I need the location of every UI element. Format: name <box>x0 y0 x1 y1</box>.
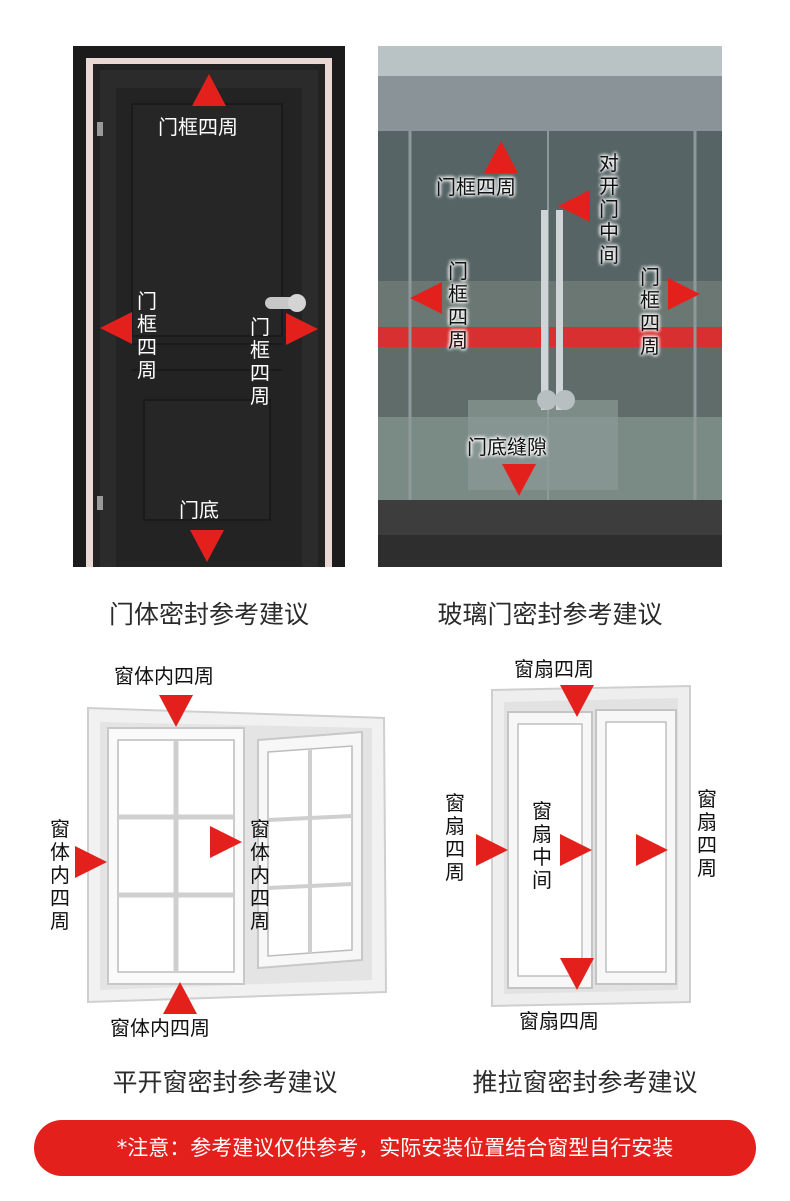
arrow-up-icon <box>192 74 226 106</box>
arrow-down-icon <box>502 464 536 496</box>
glass-door-label-top: 门框四周 <box>436 175 516 199</box>
arrow-right-icon <box>560 834 592 866</box>
door-label-bottom: 门底 <box>179 498 219 522</box>
glass-door-caption: 玻璃门密封参考建议 <box>437 600 663 629</box>
door-caption: 门体密封参考建议 <box>108 600 309 629</box>
casement-window-image <box>87 706 388 1004</box>
door-label-top: 门框四周 <box>158 115 238 139</box>
door-label-right: 门框四周 <box>250 315 270 408</box>
arrow-down-icon <box>159 695 193 727</box>
arrow-right-icon <box>636 834 668 866</box>
arrow-right-icon <box>476 834 508 866</box>
arrow-up-icon <box>163 982 197 1014</box>
arrow-down-icon <box>560 685 594 717</box>
sliding-label-middle: 窗扇中间 <box>532 799 552 892</box>
door-image <box>73 46 345 567</box>
arrow-right-icon <box>75 846 107 878</box>
sliding-label-top: 窗扇四周 <box>514 657 594 681</box>
glass-door-label-middle: 对开门中间 <box>599 151 619 267</box>
arrow-left-icon <box>558 190 590 222</box>
arrow-down-icon <box>560 958 594 990</box>
casement-label-bottom: 窗体内四周 <box>110 1016 210 1040</box>
sliding-caption: 推拉窗密封参考建议 <box>472 1068 698 1097</box>
glass-door-label-left: 门框四周 <box>448 259 468 352</box>
casement-label-left: 窗体内四周 <box>50 817 70 933</box>
door-label-left: 门框四周 <box>137 289 157 382</box>
arrow-markers <box>75 74 700 1014</box>
sliding-window-image <box>491 684 691 1008</box>
arrow-down-icon <box>190 530 224 562</box>
sliding-label-left: 窗扇四周 <box>445 791 465 884</box>
footer-note: *注意：参考建议仅供参考，实际安装位置结合窗型自行安装 <box>34 1120 756 1176</box>
glass-door-label-right: 门框四周 <box>640 265 660 358</box>
arrow-up-icon <box>484 141 518 173</box>
arrow-left-icon <box>410 282 442 314</box>
sliding-label-bottom: 窗扇四周 <box>519 1009 599 1033</box>
casement-caption: 平开窗密封参考建议 <box>112 1068 338 1097</box>
casement-label-top: 窗体内四周 <box>114 664 214 688</box>
arrow-left-icon <box>100 312 132 344</box>
glass-door-label-bottom: 门底缝隙 <box>467 435 547 459</box>
casement-label-middle: 窗体内四周 <box>250 817 270 933</box>
arrow-right-icon <box>210 826 242 858</box>
arrow-right-icon <box>286 313 318 345</box>
sliding-label-right: 窗扇四周 <box>697 787 717 880</box>
arrow-right-icon <box>668 278 700 310</box>
